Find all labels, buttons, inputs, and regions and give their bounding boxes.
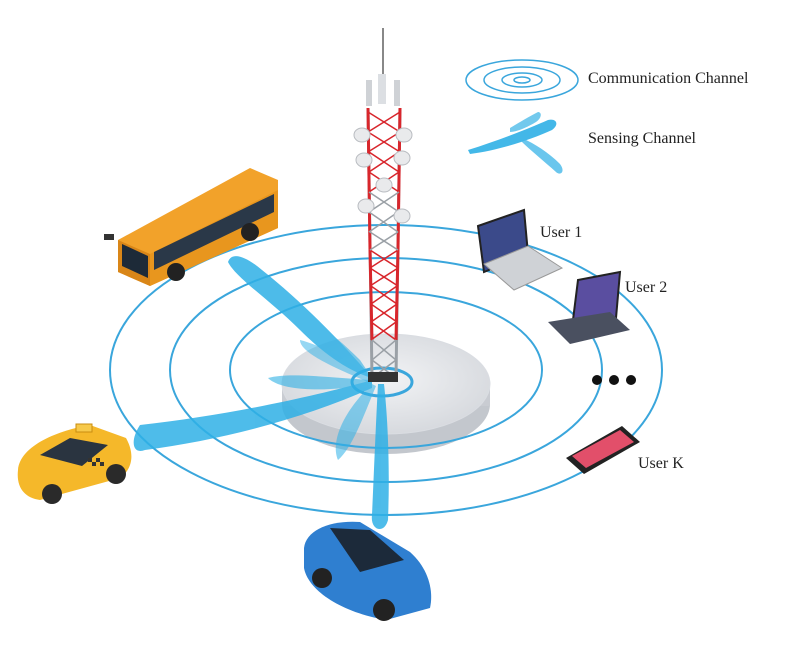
communication-channel-label: Communication Channel [588, 70, 749, 87]
phone-userk [566, 426, 640, 474]
cell-tower [353, 28, 413, 382]
laptop-user1 [476, 208, 564, 291]
ellipsis-dots [592, 375, 636, 385]
sensing-legend-icon [468, 112, 563, 174]
beam-car [371, 384, 389, 530]
bus [104, 168, 278, 286]
tablet-user2 [548, 270, 630, 344]
user-k-label: User K [638, 455, 684, 472]
taxi [17, 423, 132, 504]
blue-car [304, 521, 432, 621]
user-1-label: User 1 [540, 224, 583, 241]
beam-taxi [133, 380, 372, 451]
sensing-channel-label: Sensing Channel [588, 130, 696, 147]
communication-legend-icon [465, 59, 579, 101]
sensing-beams [133, 256, 389, 530]
user-2-label: User 2 [625, 279, 668, 296]
